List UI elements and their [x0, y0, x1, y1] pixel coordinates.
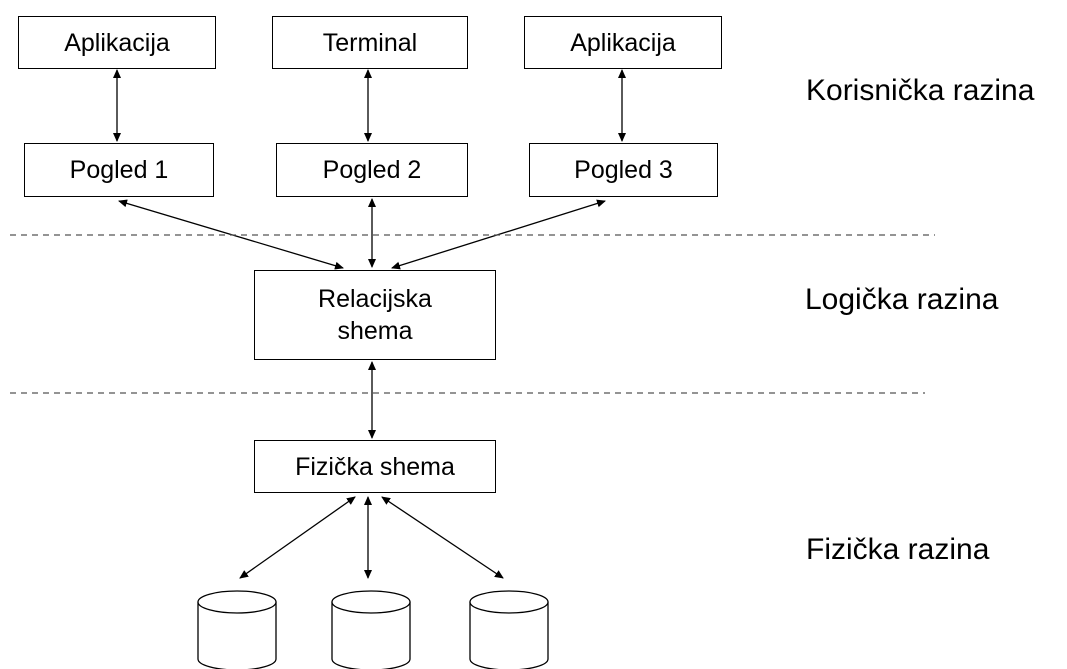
view3-box: Pogled 3	[529, 143, 718, 197]
disk-3	[469, 590, 549, 669]
application-label-left: Aplikacija	[64, 28, 170, 57]
application-box-right: Aplikacija	[524, 16, 722, 69]
arrow-physical-disk1	[239, 496, 356, 579]
disk-1	[197, 590, 277, 669]
terminal-label: Terminal	[322, 28, 418, 57]
application-box-left: Aplikacija	[18, 16, 216, 69]
level-label-user: Korisnička razina	[806, 74, 1035, 107]
view3-label: Pogled 3	[574, 156, 673, 184]
terminal-box: Terminal	[272, 16, 468, 69]
disk-2	[331, 590, 411, 669]
relational-schema-line2: shema	[337, 317, 413, 345]
relational-schema-line1: Relacijska	[318, 285, 432, 313]
view1-label: Pogled 1	[69, 156, 169, 184]
level-label-logical: Logička razina	[805, 283, 999, 316]
relational-schema-box: Relacijska shema	[254, 270, 496, 360]
application-label-right: Aplikacija	[570, 28, 676, 57]
view2-box: Pogled 2	[276, 143, 468, 197]
view2-label: Pogled 2	[322, 156, 422, 184]
physical-schema-label: Fizička shema	[295, 452, 455, 481]
view1-box: Pogled 1	[24, 143, 214, 197]
arrow-physical-disk3	[381, 496, 504, 579]
level-label-physical: Fizička razina	[806, 533, 990, 566]
physical-schema-box: Fizička shema	[254, 440, 496, 493]
